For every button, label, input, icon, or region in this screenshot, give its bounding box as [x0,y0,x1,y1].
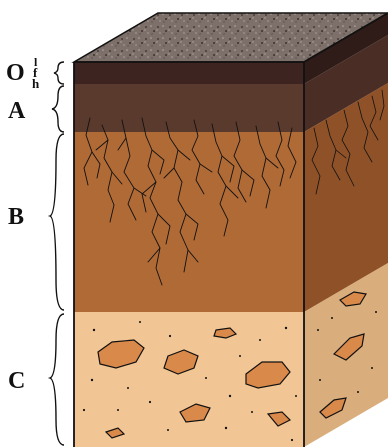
label-horizon-c: C [8,368,25,394]
brace-b [50,134,64,310]
horizon-o-front [74,62,304,84]
label-horizon-o: O [6,60,25,86]
label-horizon-o-sub-h: h [32,76,40,91]
brace-a [52,86,64,132]
horizon-braces [50,62,64,445]
brace-c [50,314,64,445]
horizon-a-front [74,84,304,132]
label-horizon-a: A [8,98,26,124]
brace-o [54,62,64,84]
label-horizon-b: B [8,204,24,230]
